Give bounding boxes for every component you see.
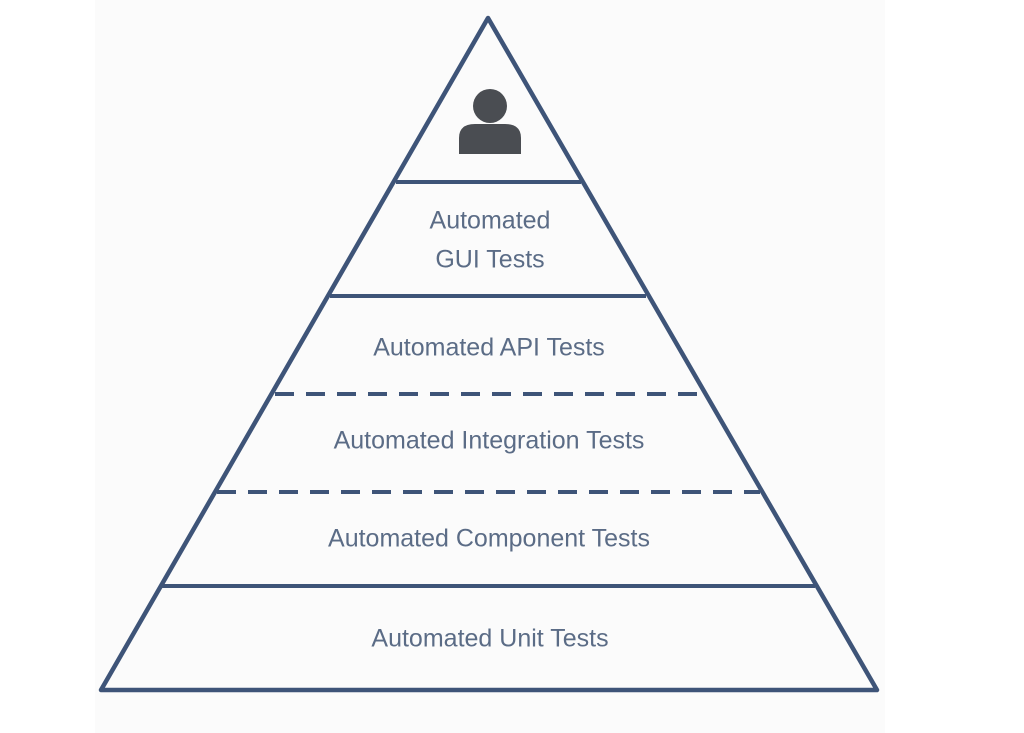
tier-integration-label: Automated Integration Tests bbox=[334, 427, 645, 455]
tier-gui-label-line2: GUI Tests bbox=[435, 246, 544, 274]
tier-component-label: Automated Component Tests bbox=[328, 525, 650, 553]
tier-unit-label: Automated Unit Tests bbox=[371, 625, 608, 653]
tier-api-label: Automated API Tests bbox=[373, 334, 605, 362]
pyramid-outline bbox=[98, 15, 880, 693]
user-icon bbox=[459, 89, 521, 154]
tier-gui-label-line1: Automated bbox=[430, 207, 551, 235]
